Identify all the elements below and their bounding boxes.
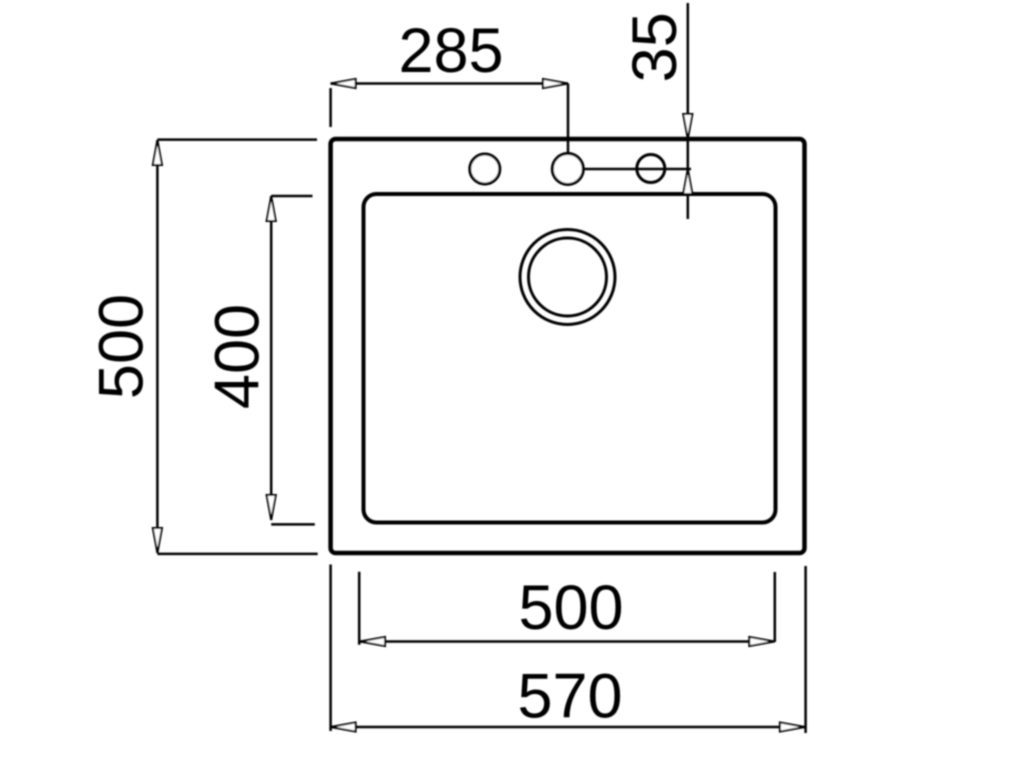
svg-text:35: 35 (620, 12, 690, 82)
svg-text:285: 285 (398, 16, 503, 86)
svg-text:570: 570 (517, 662, 622, 732)
svg-text:500: 500 (87, 294, 157, 399)
svg-text:500: 500 (518, 573, 623, 643)
svg-text:400: 400 (202, 304, 272, 409)
